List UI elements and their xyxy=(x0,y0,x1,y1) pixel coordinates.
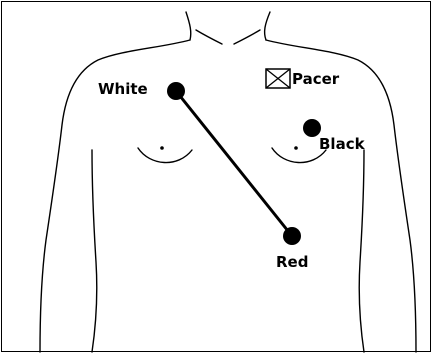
right-nipple-mark xyxy=(294,146,298,150)
pacer-box-icon xyxy=(266,69,290,88)
right-pectoral-outline xyxy=(272,148,326,163)
left-nipple-mark xyxy=(160,146,164,150)
right-inner-arm-outline xyxy=(359,150,364,352)
black-label: Black xyxy=(319,135,366,153)
red-electrode xyxy=(283,227,301,245)
white-electrode xyxy=(167,82,185,100)
left-collar-outline xyxy=(196,30,222,44)
left-inner-arm-outline xyxy=(92,150,97,352)
red-label: Red xyxy=(276,253,308,271)
neck-right-outline xyxy=(265,12,270,40)
lead-wire-white-red xyxy=(176,91,292,236)
pacer-label: Pacer xyxy=(292,70,340,88)
neck-left-outline xyxy=(186,12,191,40)
left-pectoral-outline xyxy=(138,148,192,163)
right-collar-outline xyxy=(234,30,260,44)
white-label: White xyxy=(98,80,148,98)
